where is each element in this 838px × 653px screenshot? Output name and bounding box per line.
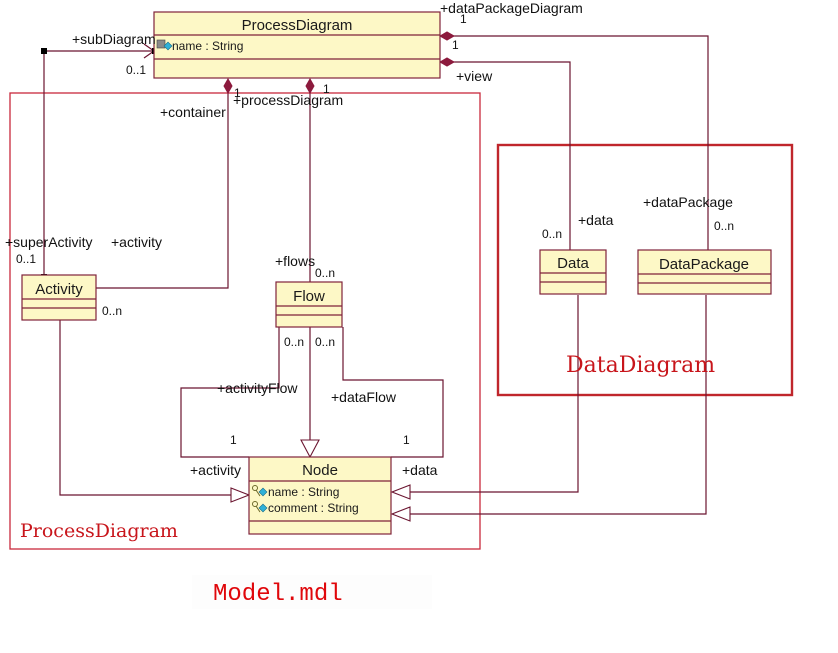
data-package-diagram-composition-diamond <box>438 31 456 41</box>
attribute-key-icon <box>252 501 268 513</box>
file-label-background <box>192 575 432 609</box>
data-generalization-line[interactable] <box>410 295 579 493</box>
subdiagram-end-marker <box>41 48 47 54</box>
role-label: +container <box>160 104 226 120</box>
process-diagram-composition-diamond <box>305 77 315 95</box>
multiplicity-label: 1 <box>323 82 330 96</box>
role-label: +data <box>402 462 438 478</box>
role-label: +subDiagram <box>72 31 156 47</box>
class-name: Activity <box>35 281 83 298</box>
process-diagram-frame <box>9 92 481 550</box>
role-label: +dataPackageDiagram <box>440 0 583 16</box>
multiplicity-label: 0..n <box>284 335 304 349</box>
multiplicity-label: 0..n <box>102 304 122 318</box>
class-name: DataPackage <box>659 256 749 273</box>
attribute: name : String <box>268 485 339 499</box>
class-name: Data <box>557 255 589 272</box>
multiplicity-label: 0..n <box>714 219 734 233</box>
multiplicity-label: 1 <box>403 433 410 447</box>
class-process-diagram[interactable]: ProcessDiagram name : String <box>153 11 441 79</box>
view-line[interactable] <box>452 61 571 250</box>
attribute-key-icon <box>252 485 268 497</box>
role-label: +dataPackage <box>643 194 733 210</box>
multiplicity-label: 1 <box>234 86 241 100</box>
data-diagram-frame <box>496 143 794 397</box>
multiplicity-label: 0..1 <box>16 252 36 266</box>
role-label: +activityFlow <box>217 380 298 396</box>
class-node[interactable]: Node name : String comment : String <box>248 456 392 535</box>
activity-generalization-arrow <box>230 487 251 503</box>
class-name: Node <box>302 462 338 479</box>
class-flow[interactable]: Flow <box>275 281 343 328</box>
multiplicity-label: 1 <box>460 12 467 26</box>
attribute: name : String <box>172 39 243 53</box>
class-name: Flow <box>293 288 325 305</box>
view-composition-diamond <box>438 57 456 67</box>
role-label: +activity <box>111 234 162 250</box>
data-package-diagram-line[interactable] <box>452 35 709 250</box>
class-name: ProcessDiagram <box>242 17 353 34</box>
role-label: +activity <box>190 462 241 478</box>
role-label: +data <box>578 212 614 228</box>
datapackage-generalization-line[interactable] <box>410 295 707 515</box>
multiplicity-label: 0..n <box>315 335 335 349</box>
role-label: +flows <box>275 253 315 269</box>
data-generalization-arrow <box>390 484 411 500</box>
class-data-package[interactable]: DataPackage <box>637 249 772 295</box>
process-diagram-frame-label: ProcessDiagram <box>20 520 178 542</box>
container-line[interactable] <box>96 90 229 289</box>
attribute: comment : String <box>268 501 359 515</box>
flow-generalization-arrow <box>300 439 320 459</box>
role-label: +superActivity <box>5 234 93 250</box>
multiplicity-label: 0..n <box>542 227 562 241</box>
multiplicity-label: 0..n <box>315 266 335 280</box>
data-diagram-frame-label: DataDiagram <box>566 353 715 378</box>
multiplicity-label: 0..1 <box>126 63 146 77</box>
data-flow-line[interactable] <box>342 327 444 458</box>
class-data[interactable]: Data <box>539 249 607 295</box>
activity-generalization-line[interactable] <box>59 320 231 496</box>
activity-flow-line[interactable] <box>180 327 280 458</box>
file-label: Model.mdl <box>213 581 343 608</box>
class-activity[interactable]: Activity <box>21 274 97 321</box>
attribute-lock-icon <box>156 39 173 51</box>
multiplicity-label: 1 <box>452 38 459 52</box>
container-composition-diamond <box>223 77 233 95</box>
multiplicity-label: 1 <box>230 433 237 447</box>
role-label: +processDiagram <box>233 92 343 108</box>
role-label: +view <box>456 68 493 84</box>
datapackage-generalization-arrow <box>390 506 411 522</box>
role-label: +dataFlow <box>331 389 397 405</box>
